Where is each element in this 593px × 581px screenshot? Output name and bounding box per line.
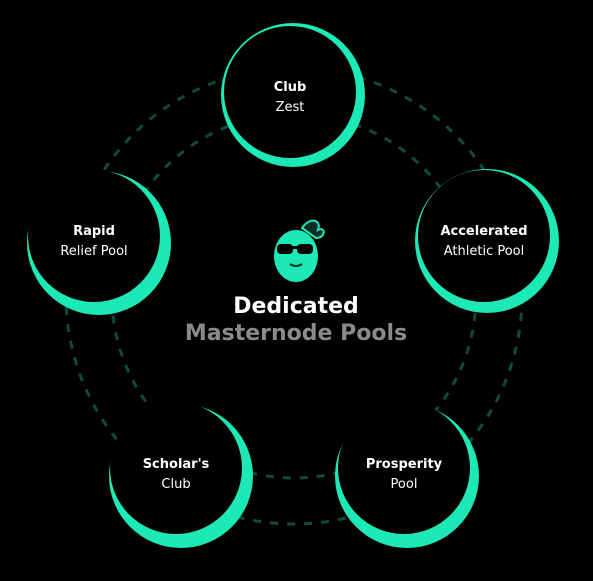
node-accelerated-subtitle: Athletic Pool [444,244,525,259]
center-title: Dedicated [233,294,359,319]
node-club-zest-title: Club [274,80,307,95]
node-rapid-relief-pool[interactable]: Rapid Relief Pool [27,170,171,315]
node-scholars-club[interactable]: Scholar's Club [109,402,253,548]
node-club-zest[interactable]: Club Zest [221,23,365,167]
lemon-sunglasses-icon [274,219,325,282]
node-prosperity-pool[interactable]: Prosperity Pool [335,402,479,548]
node-scholars-title: Scholar's [143,457,210,472]
node-rapid-title: Rapid [73,224,115,239]
node-prosperity-title: Prosperity [366,457,443,472]
center-subtitle: Masternode Pools [185,321,407,346]
node-accelerated-athletic-pool[interactable]: Accelerated Athletic Pool [415,169,559,313]
node-club-zest-subtitle: Zest [276,100,305,115]
node-scholars-subtitle: Club [161,477,190,492]
node-prosperity-subtitle: Pool [391,477,418,492]
node-accelerated-title: Accelerated [440,224,527,239]
node-rapid-subtitle: Relief Pool [60,244,127,259]
